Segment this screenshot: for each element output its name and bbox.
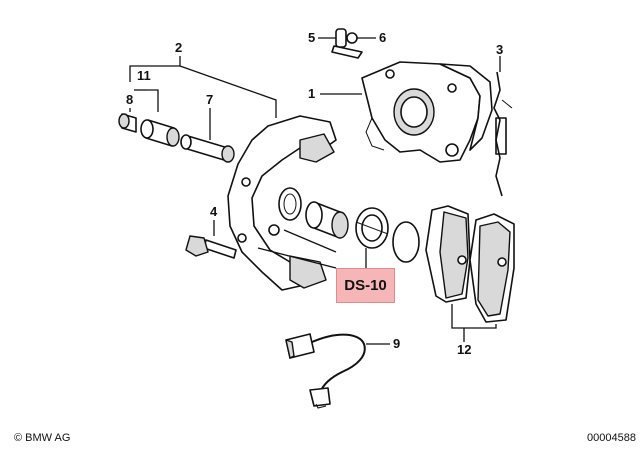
callout-5: 5 bbox=[308, 30, 315, 45]
caliper-housing bbox=[361, 61, 493, 163]
guide-bolt bbox=[180, 134, 235, 163]
guide-sleeve bbox=[140, 119, 180, 147]
callout-2: 2 bbox=[175, 40, 182, 55]
callout-11: 11 bbox=[137, 68, 151, 83]
document-number: 00004588 bbox=[587, 432, 636, 444]
callout-6: 6 bbox=[379, 30, 386, 45]
piston bbox=[305, 201, 349, 239]
part-highlight-badge[interactable]: DS-10 bbox=[336, 268, 395, 303]
callout-labels: 1 2 3 4 5 6 7 8 9 11 12 bbox=[126, 30, 503, 357]
protective-cap bbox=[118, 113, 137, 133]
callout-9: 9 bbox=[393, 336, 400, 351]
hex-bolt bbox=[185, 235, 237, 259]
spring-clip bbox=[493, 71, 513, 197]
copyright-notice: © BMW AG bbox=[14, 432, 71, 444]
callout-12: 12 bbox=[457, 342, 471, 357]
bleeder-screw bbox=[331, 28, 363, 59]
callout-4: 4 bbox=[210, 204, 218, 219]
callout-8: 8 bbox=[126, 92, 133, 107]
retaining-ring bbox=[392, 221, 420, 263]
dust-seal bbox=[278, 187, 302, 221]
leader-lines bbox=[129, 37, 501, 345]
brake-wear-sensor bbox=[285, 333, 366, 409]
caliper-carrier bbox=[227, 115, 337, 291]
piston-seal-kit bbox=[355, 207, 389, 249]
callout-3: 3 bbox=[496, 42, 503, 57]
brake-pads bbox=[425, 205, 515, 323]
callout-1: 1 bbox=[308, 86, 315, 101]
callout-7: 7 bbox=[206, 92, 213, 107]
